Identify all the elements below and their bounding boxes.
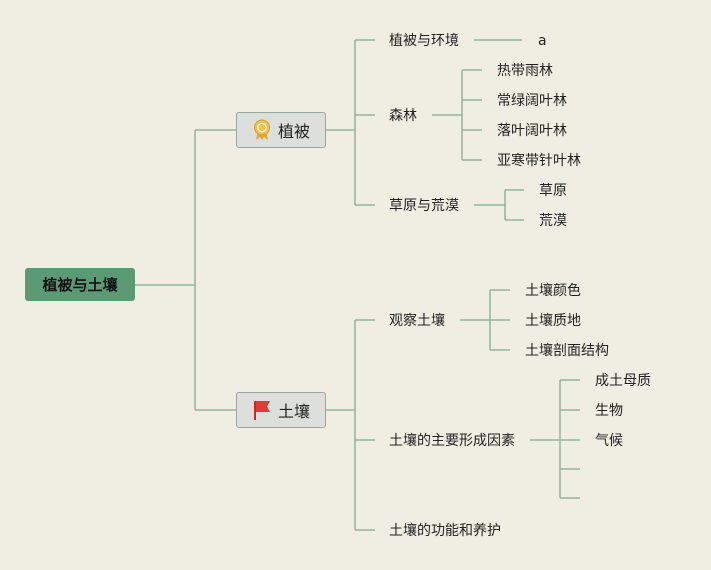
- award-badge-icon: [252, 119, 272, 141]
- topic-observe-soil[interactable]: 观察土壤: [389, 313, 445, 329]
- topic-vegetation-environment[interactable]: 植被与环境: [389, 33, 459, 49]
- topic-soil-formation-factors[interactable]: 土壤的主要形成因素: [389, 433, 515, 449]
- branch-node-vegetation[interactable]: 植被: [236, 112, 326, 148]
- subtopic-deciduous-broadleaf[interactable]: 落叶阔叶林: [497, 123, 567, 139]
- branch-label: 植被: [277, 122, 310, 141]
- root-node[interactable]: 植被与土壤: [25, 268, 135, 301]
- subtopic-organisms[interactable]: 生物: [595, 403, 623, 419]
- subtopic-soil-profile[interactable]: 土壤剖面结构: [525, 343, 609, 359]
- subtopic-soil-texture[interactable]: 土壤质地: [525, 313, 581, 329]
- subtopic-soil-color[interactable]: 土壤颜色: [525, 283, 581, 299]
- branch-node-soil[interactable]: 土壤: [236, 392, 326, 428]
- topic-grassland-desert[interactable]: 草原与荒漠: [389, 198, 459, 214]
- subtopic-tropical-rainforest[interactable]: 热带雨林: [497, 63, 553, 79]
- subtopic-a[interactable]: a: [538, 33, 547, 49]
- red-flag-icon: [252, 399, 272, 421]
- subtopic-evergreen-broadleaf[interactable]: 常绿阔叶林: [497, 93, 567, 109]
- topic-soil-function-care[interactable]: 土壤的功能和养护: [389, 523, 501, 539]
- subtopic-climate[interactable]: 气候: [595, 433, 623, 449]
- subtopic-grassland[interactable]: 草原: [539, 183, 567, 199]
- branch-label: 土壤: [277, 402, 310, 421]
- subtopic-desert[interactable]: 荒漠: [539, 213, 567, 229]
- topic-forest[interactable]: 森林: [389, 108, 417, 124]
- subtopic-parent-material[interactable]: 成土母质: [595, 373, 651, 389]
- subtopic-subarctic-coniferous[interactable]: 亚寒带针叶林: [497, 153, 581, 169]
